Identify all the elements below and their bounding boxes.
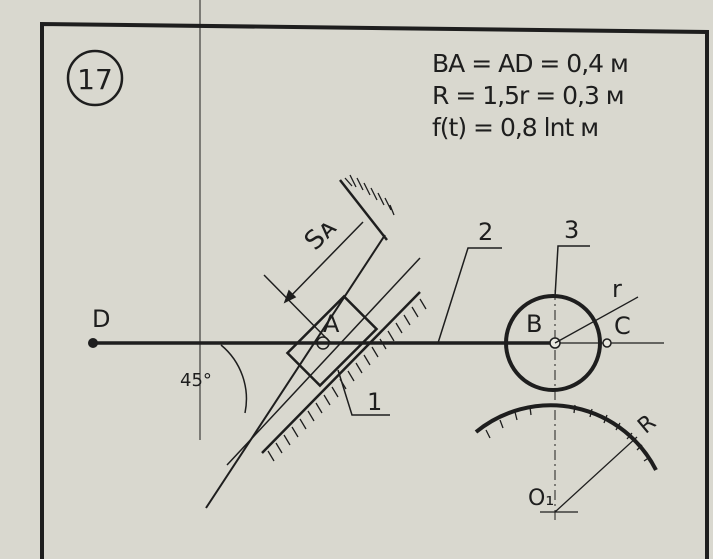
label-b: B bbox=[526, 310, 542, 338]
label-body-3: 3 bbox=[564, 216, 579, 244]
radius-R-line bbox=[554, 436, 638, 513]
given-data: BA = AD = 0,4 м R = 1,5r = 0,3 м f(t) = … bbox=[432, 48, 629, 144]
point-d bbox=[88, 338, 98, 348]
fixed-surface-arc bbox=[474, 403, 658, 471]
angle-arc bbox=[220, 344, 248, 414]
given-line: BA = AD = 0,4 м bbox=[432, 49, 629, 78]
label-R: R bbox=[633, 410, 661, 439]
label-a: A bbox=[323, 310, 340, 338]
label-c: C bbox=[614, 312, 631, 340]
label-r: r bbox=[612, 275, 622, 303]
leader-lines bbox=[337, 245, 590, 416]
problem-number-circle bbox=[66, 49, 124, 107]
radius-r-line bbox=[554, 296, 639, 344]
label-d: D bbox=[92, 305, 110, 333]
given-line: f(t) = 0,8 lnt м bbox=[432, 113, 599, 142]
label-angle: 45° bbox=[180, 370, 212, 391]
label-o1: O₁ bbox=[528, 486, 554, 511]
wheel-3 bbox=[504, 294, 602, 392]
surface-hatching bbox=[485, 404, 651, 462]
upper-wall bbox=[339, 174, 395, 241]
problem-number: 17 bbox=[77, 63, 113, 96]
hinge-a bbox=[316, 336, 330, 350]
given-line: R = 1,5r = 0,3 м bbox=[432, 81, 625, 110]
slider-1 bbox=[285, 294, 379, 388]
sa-dimension bbox=[263, 221, 364, 343]
inclined-guide bbox=[199, 0, 427, 509]
frame-border bbox=[40, 21, 709, 559]
label-body-2: 2 bbox=[478, 218, 493, 246]
label-body-1: 1 bbox=[367, 388, 382, 416]
point-c bbox=[602, 338, 612, 348]
